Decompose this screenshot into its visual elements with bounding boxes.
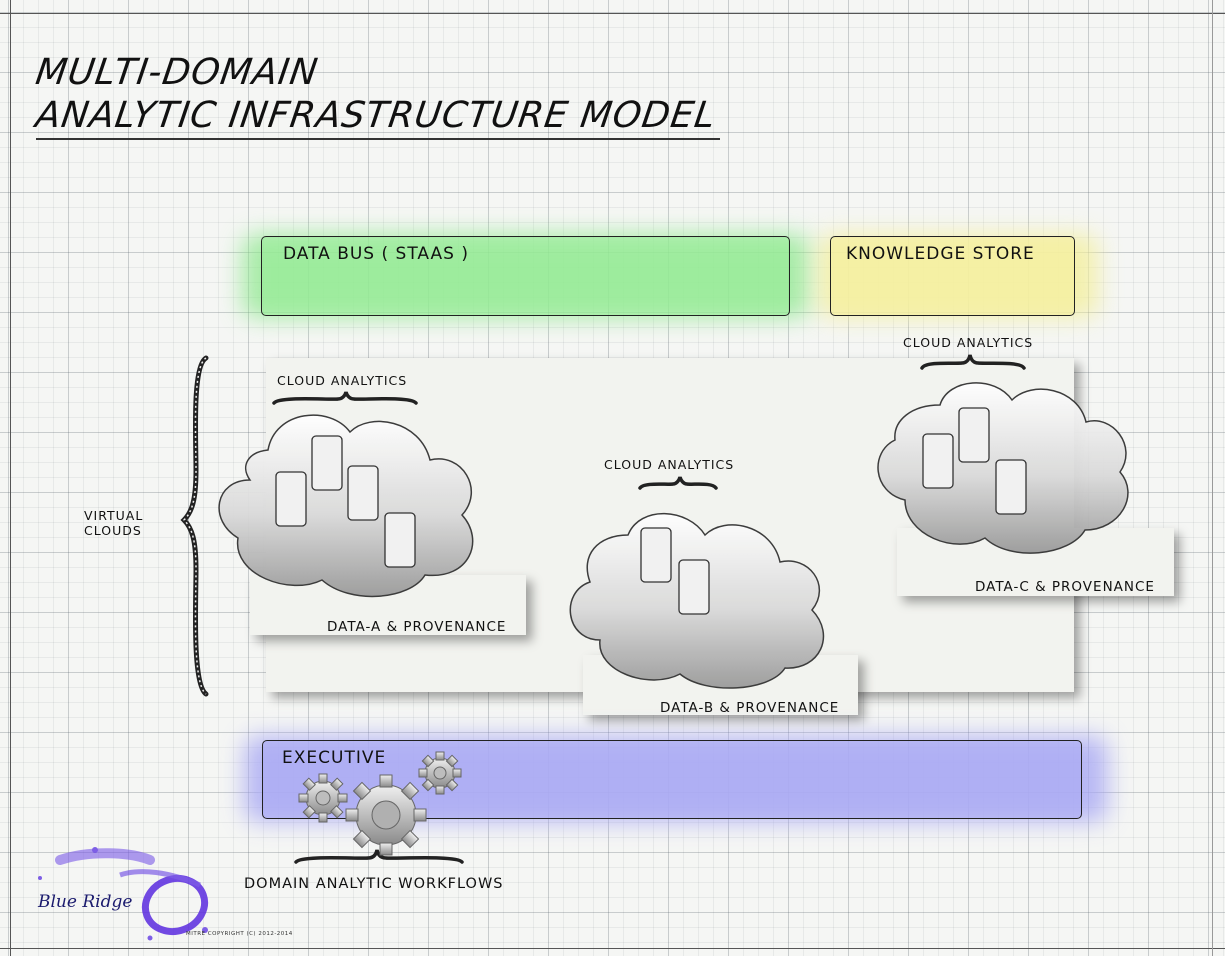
cloud-c-brace-icon	[920, 354, 1026, 370]
cloud-c-node-3	[995, 459, 1027, 515]
cloud-b-node-1	[640, 527, 672, 583]
cloud-a-node-4	[384, 512, 416, 568]
copyright-text: MITRE COPYRIGHT (C) 2012-2014	[186, 931, 293, 937]
knowledge-store-label: KNOWLEDGE STORE	[846, 244, 1035, 264]
cloud-c-analytics-label: CLOUD ANALYTICS	[903, 335, 1034, 350]
cloud-b	[569, 512, 825, 689]
executive-label: EXECUTIVE	[282, 748, 387, 768]
cloud-a-node-3	[347, 465, 379, 521]
data-bus-label: DATA BUS ( STAAS )	[283, 244, 469, 264]
virtual-clouds-label-2: CLOUDS	[84, 523, 142, 538]
cloud-c-node-1	[922, 433, 954, 489]
cloud-c-provenance-label: DATA-C & PROVENANCE	[975, 579, 1155, 595]
top-border-line	[0, 13, 1225, 14]
cloud-a-brace-icon	[272, 391, 418, 405]
knowledge-store-bar	[830, 236, 1075, 316]
gear-icon-large	[345, 774, 427, 856]
workflows-label: DOMAIN ANALYTIC WORKFLOWS	[244, 876, 504, 892]
bottom-border-line	[0, 948, 1225, 949]
gear-icon-small-right	[418, 751, 462, 795]
cloud-a	[218, 414, 474, 598]
workflows-brace-icon	[294, 849, 464, 864]
virtual-clouds-label-1: VIRTUAL	[84, 508, 144, 523]
blue-ridge-logo-text: Blue Ridge	[38, 892, 133, 912]
cloud-b-provenance-label: DATA-B & PROVENANCE	[660, 700, 840, 716]
data-bus-bar	[261, 236, 790, 316]
cloud-a-analytics-label: CLOUD ANALYTICS	[277, 373, 408, 388]
cloud-b-analytics-label: CLOUD ANALYTICS	[604, 457, 735, 472]
cloud-c	[877, 382, 1129, 554]
title-underline	[36, 138, 720, 140]
cloud-a-node-2	[311, 435, 343, 491]
cloud-c-node-2	[958, 407, 990, 463]
cloud-a-node-1	[275, 471, 307, 527]
cloud-a-provenance-label: DATA-A & PROVENANCE	[327, 619, 507, 635]
cloud-b-node-2	[678, 559, 710, 615]
right-border-line	[1212, 0, 1213, 956]
left-border-line	[10, 0, 11, 956]
cloud-b-brace-icon	[638, 476, 718, 490]
gear-icon-small-left	[298, 773, 348, 823]
